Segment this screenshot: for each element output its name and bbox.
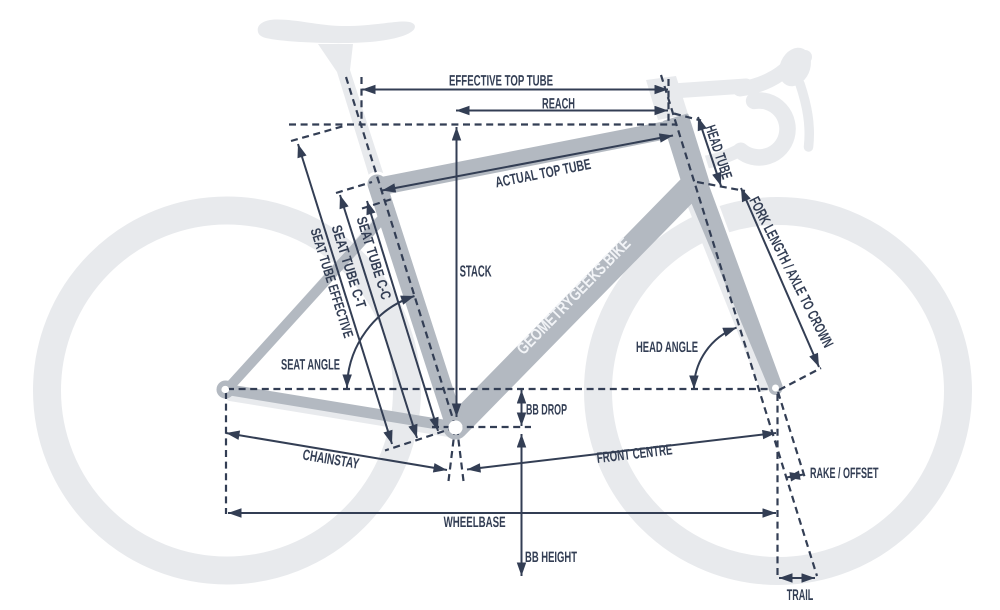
svg-text:HEAD ANGLE: HEAD ANGLE [636, 339, 698, 356]
svg-text:SEAT ANGLE: SEAT ANGLE [281, 357, 340, 374]
svg-text:STACK: STACK [460, 264, 492, 281]
svg-text:TRAIL: TRAIL [787, 587, 814, 604]
svg-text:REACH: REACH [542, 95, 575, 112]
svg-text:WHEELBASE: WHEELBASE [444, 514, 506, 531]
svg-text:BB DROP: BB DROP [526, 402, 567, 419]
svg-text:RAKE / OFFSET: RAKE / OFFSET [810, 465, 879, 482]
svg-text:EFFECTIVE TOP TUBE: EFFECTIVE TOP TUBE [449, 73, 553, 90]
svg-text:BB HEIGHT: BB HEIGHT [525, 549, 577, 566]
